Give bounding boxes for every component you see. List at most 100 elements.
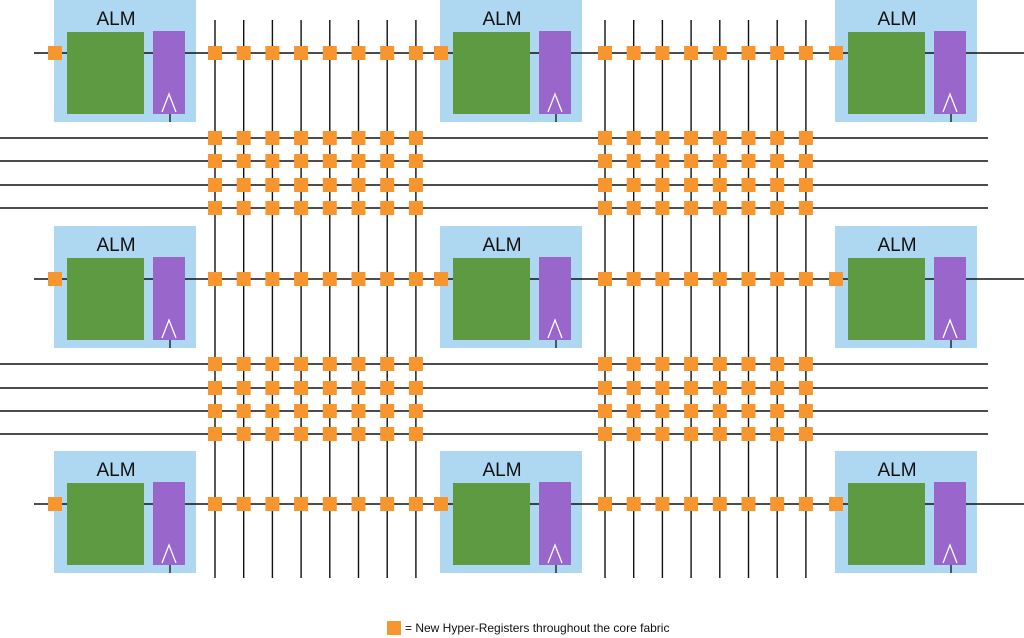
hyper-register-icon: [208, 272, 222, 286]
hyper-register-icon: [712, 497, 727, 511]
hyper-register-icon: [798, 404, 813, 418]
alm-label: ALM: [96, 235, 135, 256]
hyper-register-icon: [236, 272, 251, 286]
alm-label: ALM: [96, 460, 135, 481]
alm-label: ALM: [96, 9, 135, 30]
hyper-register-icon: [408, 46, 423, 60]
hyper-register-icon: [351, 497, 366, 511]
hyper-register-icon: [236, 404, 251, 418]
hyper-register-icon: [626, 357, 641, 371]
hyper-register-icon: [598, 272, 612, 286]
hyper-register-icon: [294, 381, 309, 395]
hyper-register-icon: [236, 357, 251, 371]
hyper-register-icon: [626, 427, 641, 441]
register-block: [539, 482, 571, 565]
register-block: [153, 482, 185, 565]
clock-input-icon: [161, 318, 177, 339]
hyper-register-icon: [770, 154, 785, 168]
alm-block: ALM: [54, 451, 196, 573]
hyper-register-icon: [322, 357, 337, 371]
hyper-register-icon: [208, 427, 222, 441]
hyper-register-icon: [770, 131, 785, 145]
hyper-register-icon: [770, 46, 785, 60]
hyper-registers: [48, 46, 843, 511]
hyper-register-icon: [265, 178, 280, 192]
hyper-register-icon: [236, 201, 251, 215]
hyper-register-icon: [626, 201, 641, 215]
hyper-register-icon: [741, 357, 756, 371]
hyper-register-icon: [294, 404, 309, 418]
hyper-register-icon: [684, 272, 699, 286]
clock-input-icon: [942, 318, 958, 339]
hyper-register-icon: [598, 154, 612, 168]
hyper-register-icon: [798, 131, 813, 145]
hyper-register-icon: [598, 427, 612, 441]
clock-input-icon: [942, 92, 958, 113]
hyper-register-icon: [351, 381, 366, 395]
alm-label: ALM: [482, 460, 521, 481]
hyper-register-icon: [598, 381, 612, 395]
hyper-register-icon: [322, 178, 337, 192]
lut-block: [67, 32, 144, 114]
hyper-register-icon: [741, 201, 756, 215]
hyper-register-icon: [265, 404, 280, 418]
hyper-register-icon: [351, 154, 366, 168]
hyper-register-icon: [626, 404, 641, 418]
alm-block: ALM: [835, 226, 977, 348]
hyper-register-icon: [351, 201, 366, 215]
hyper-register-icon: [236, 131, 251, 145]
hyper-register-icon: [741, 381, 756, 395]
hyper-register-icon: [408, 131, 423, 145]
clock-input-icon: [942, 543, 958, 564]
hyper-register-icon: [265, 131, 280, 145]
hyper-register-icon: [208, 381, 222, 395]
hyper-register-icon: [236, 154, 251, 168]
hyper-register-icon: [770, 404, 785, 418]
legend-text: = New Hyper-Registers throughout the cor…: [405, 621, 670, 635]
hyper-register-icon: [351, 404, 366, 418]
hyper-register-icon: [684, 46, 699, 60]
hyper-register-icon: [598, 497, 612, 511]
hyper-register-icon: [712, 178, 727, 192]
hyper-register-icon: [208, 154, 222, 168]
hyper-register-icon: [712, 357, 727, 371]
lut-block: [453, 483, 530, 565]
hyper-register-icon: [770, 497, 785, 511]
hyper-register-icon: [265, 46, 280, 60]
hyper-register-icon: [655, 201, 670, 215]
hyper-register-icon: [380, 46, 395, 60]
alm-block: ALM: [54, 226, 196, 348]
hyper-register-icon: [322, 272, 337, 286]
hyper-register-icon: [655, 497, 670, 511]
hyper-register-icon: [408, 497, 423, 511]
hyper-register-icon: [434, 46, 448, 60]
lut-block: [453, 258, 530, 340]
hyper-register-icon: [208, 357, 222, 371]
hyper-register-icon: [798, 201, 813, 215]
hyper-register-icon: [829, 46, 843, 60]
hyper-register-icon: [798, 427, 813, 441]
hyper-register-icon: [294, 272, 309, 286]
clock-input-icon: [161, 92, 177, 113]
hyper-register-icon: [322, 131, 337, 145]
hyper-register-icon: [48, 46, 62, 60]
clock-input-icon: [161, 543, 177, 564]
hyper-register-icon: [798, 154, 813, 168]
hyper-register-icon: [741, 272, 756, 286]
hyper-register-icon: [655, 427, 670, 441]
hyper-register-icon: [380, 427, 395, 441]
hyper-register-icon: [380, 272, 395, 286]
hyper-register-icon: [380, 357, 395, 371]
hyper-register-icon: [770, 427, 785, 441]
hyper-register-icon: [208, 178, 222, 192]
hyper-register-icon: [655, 178, 670, 192]
register-block: [934, 31, 966, 114]
alm-label: ALM: [877, 9, 916, 30]
hyper-register-icon: [798, 178, 813, 192]
hyper-register-icon: [770, 357, 785, 371]
hyper-register-icon: [684, 357, 699, 371]
hyper-register-icon: [322, 497, 337, 511]
hyper-register-icon: [626, 46, 641, 60]
hyper-register-icon: [294, 46, 309, 60]
